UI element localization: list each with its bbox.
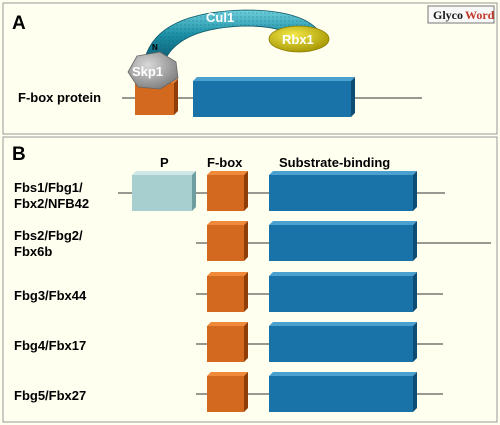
- row-2-label-line2: Fbx6b: [14, 244, 52, 259]
- row-2-substrate-domain: [269, 221, 417, 261]
- rbx1-label: Rbx1: [282, 32, 314, 47]
- panel-b: B P F-box Substrate-binding Fbs1/Fbg1/ F…: [2, 136, 498, 423]
- protein-row-3: Fbg3/Fbx44: [14, 272, 443, 312]
- row-5-substrate-domain: [269, 372, 417, 412]
- row-2-label-line1: Fbs2/Fbg2/: [14, 228, 83, 243]
- row-4-substrate-domain: [269, 322, 417, 362]
- fbox-protein-label: F-box protein: [18, 90, 101, 105]
- logo-text-glyco: Glyco: [433, 8, 463, 22]
- row-4-fbox-domain: [207, 322, 248, 362]
- row-5-fbox-domain: [207, 372, 248, 412]
- panel-a-letter: A: [12, 13, 26, 34]
- row-1-substrate-domain: [269, 171, 417, 211]
- skp1-label: Skp1: [132, 64, 163, 79]
- row-2-fbox-domain: [207, 221, 248, 261]
- row-1-label-line1: Fbs1/Fbg1/: [14, 180, 83, 195]
- logo-box: [427, 5, 495, 24]
- substrate-domain-a: [193, 77, 355, 117]
- glycoword-logo: Glyco Word: [427, 5, 495, 24]
- protein-row-5: Fbg5/Fbx27: [14, 372, 443, 412]
- header-fbox: F-box: [207, 155, 243, 170]
- rbx1-shape: Rbx1: [268, 25, 330, 53]
- cul1-label: Cul1: [206, 10, 234, 25]
- logo-text-word: Word: [465, 8, 495, 22]
- protein-row-1: Fbs1/Fbg1/ Fbx2/NFB42: [14, 171, 445, 211]
- row-3-label: Fbg3/Fbx44: [14, 288, 87, 303]
- row-1-fbox-domain: [207, 171, 248, 211]
- header-substrate-binding: Substrate-binding: [279, 155, 390, 170]
- skp1-shape: Skp1: [127, 51, 179, 90]
- n-terminus-label: N: [152, 43, 158, 52]
- row-3-substrate-domain: [269, 272, 417, 312]
- header-p: P: [160, 155, 169, 170]
- protein-row-4: Fbg4/Fbx17: [14, 322, 443, 362]
- row-1-p-domain: [132, 171, 196, 211]
- row-1-label-line2: Fbx2/NFB42: [14, 196, 89, 211]
- row-3-fbox-domain: [207, 272, 248, 312]
- cul1-shape: Cul1: [144, 9, 319, 61]
- protein-row-2: Fbs2/Fbg2/ Fbx6b: [14, 221, 491, 261]
- panel-a: Glyco Word A F-box protein Cul1 N C: [2, 2, 498, 135]
- panel-b-letter: B: [12, 144, 26, 165]
- row-5-label: Fbg5/Fbx27: [14, 388, 86, 403]
- row-4-label: Fbg4/Fbx17: [14, 338, 86, 353]
